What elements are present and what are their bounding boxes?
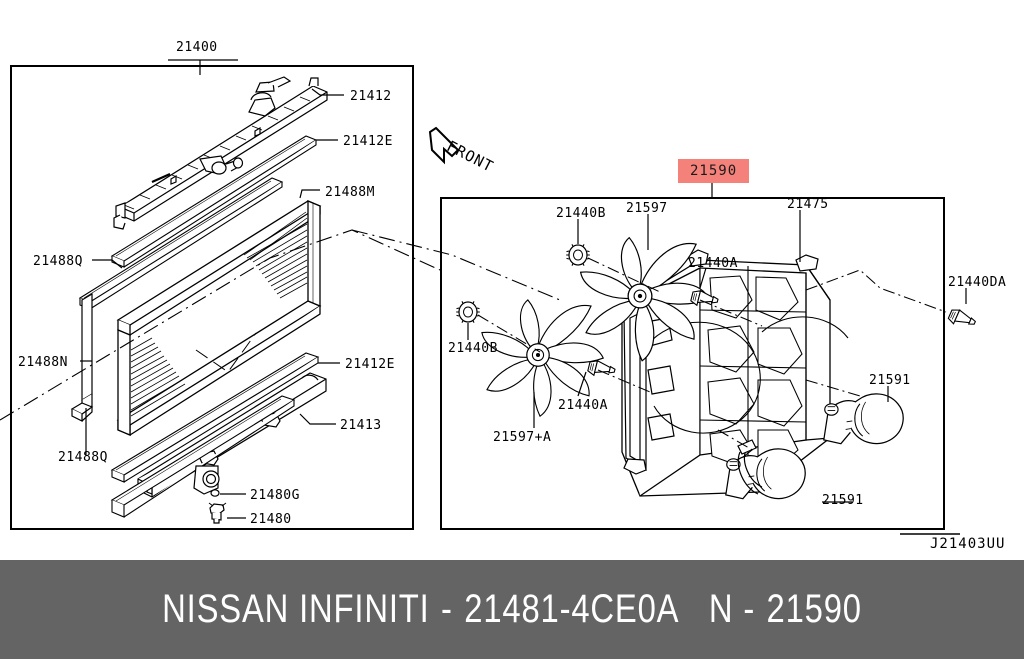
label-21591-lower[interactable]: 21591 — [822, 493, 864, 508]
footer-ref-number: 21590 — [766, 587, 862, 631]
footer-brand: NISSAN INFINITI — [162, 587, 430, 631]
label-21400[interactable]: 21400 — [176, 40, 218, 55]
highlight-label-21590[interactable]: 21590 — [678, 159, 750, 183]
label-21475[interactable]: 21475 — [787, 197, 829, 212]
label-21480g[interactable]: 21480G — [250, 488, 300, 503]
label-21597[interactable]: 21597 — [626, 201, 668, 216]
footer-text-row: NISSAN INFINITI - 21481-4CE0A N - 21590 — [92, 560, 932, 659]
label-21440da[interactable]: 21440DA — [948, 275, 1007, 290]
right-panel-fan-shroud — [440, 197, 945, 530]
label-21488n[interactable]: 21488N — [18, 355, 68, 370]
label-21412e-lower[interactable]: 21412E — [345, 357, 395, 372]
label-21488q-upper[interactable]: 21488Q — [33, 254, 83, 269]
label-21591-upper[interactable]: 21591 — [869, 373, 911, 388]
label-21440b-lower[interactable]: 21440B — [448, 341, 498, 356]
footer-separator: - — [441, 587, 453, 631]
label-21412e-upper[interactable]: 21412E — [343, 134, 393, 149]
label-21413[interactable]: 21413 — [340, 418, 382, 433]
footer-part-number: 21481-4CE0A — [464, 587, 680, 631]
footer-ref-prefix: N - — [708, 587, 756, 631]
radiator-assembly-art — [70, 76, 328, 524]
label-21488q-lower[interactable]: 21488Q — [58, 450, 108, 465]
fan-shroud-assembly-art — [455, 237, 978, 500]
label-21440a-upper[interactable]: 21440A — [688, 256, 738, 271]
label-21480[interactable]: 21480 — [250, 512, 292, 527]
diagram-id-code: J21403UU — [930, 536, 1006, 552]
footer-bar: NISSAN INFINITI - 21481-4CE0A N - 21590 — [0, 560, 1024, 659]
label-21597-plus-a[interactable]: 21597+A — [493, 430, 552, 445]
right-leader-lines — [467, 176, 967, 503]
left-leader-lines — [80, 59, 344, 519]
front-arrow-icon — [428, 126, 460, 165]
label-21488m[interactable]: 21488M — [325, 185, 375, 200]
left-panel-radiator — [10, 65, 414, 530]
label-21440a-lower[interactable]: 21440A — [558, 398, 608, 413]
label-21412[interactable]: 21412 — [350, 89, 392, 104]
label-21440b-upper[interactable]: 21440B — [556, 206, 606, 221]
